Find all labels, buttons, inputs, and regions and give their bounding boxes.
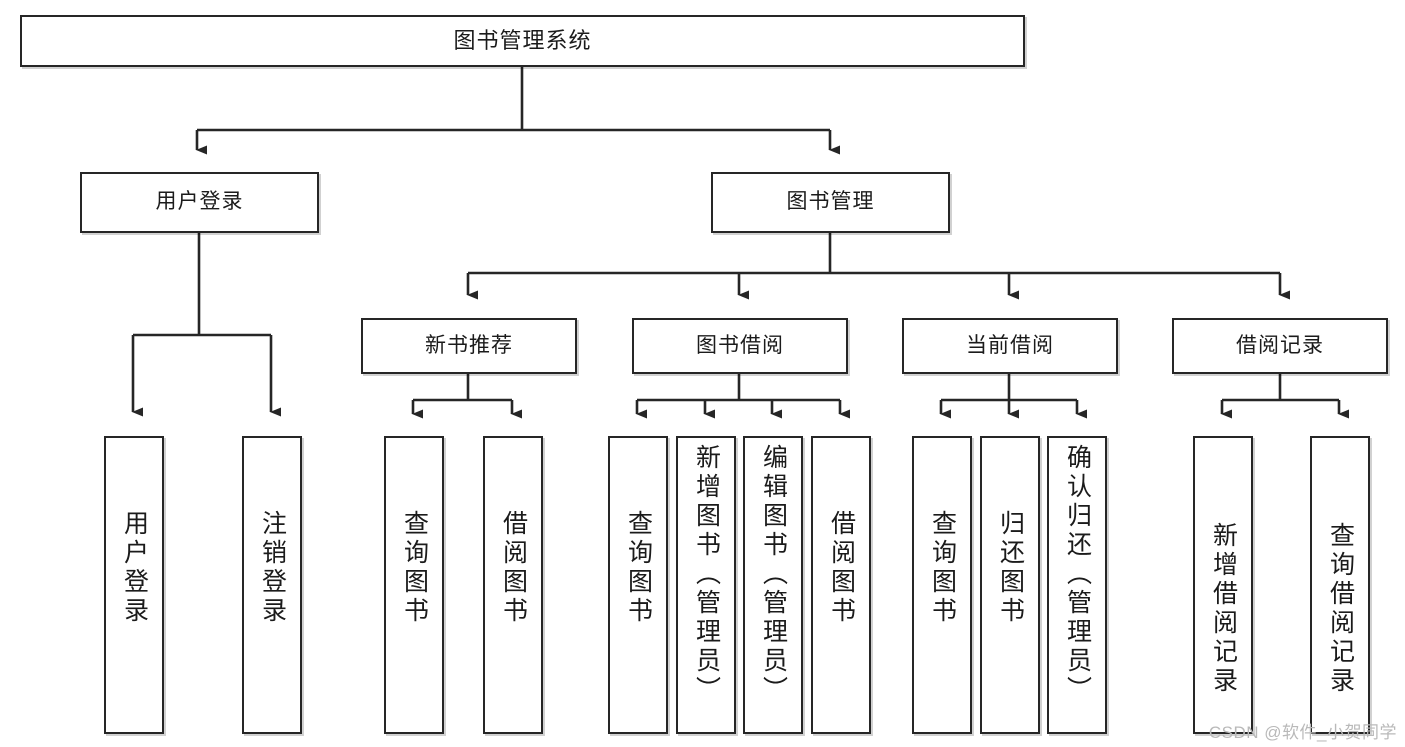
node-label: 编辑图书（管理员） (759, 444, 788, 705)
node-label: 新增图书（管理员） (692, 444, 721, 705)
leaf-return-book[interactable]: 归还图书 (980, 436, 1040, 734)
node-label: 查询图书 (624, 510, 653, 626)
leaf-confirm-return-admin[interactable]: 确认归还（管理员） (1047, 436, 1107, 734)
node-label: 图书管理系统 (453, 28, 592, 54)
node-current-borrow[interactable]: 当前借阅 (902, 318, 1118, 374)
node-label: 当前借阅 (966, 333, 1054, 357)
node-label: 图书管理 (786, 190, 875, 214)
node-user-login[interactable]: 用户登录 (80, 172, 319, 233)
node-root-library-system[interactable]: 图书管理系统 (20, 15, 1025, 67)
node-label: 新书推荐 (425, 333, 513, 357)
leaf-borrow-book[interactable]: 借阅图书 (811, 436, 871, 734)
leaf-add-book-admin[interactable]: 新增图书（管理员） (676, 436, 736, 734)
leaf-query-book-current[interactable]: 查询图书 (912, 436, 972, 734)
node-label: 借阅记录 (1236, 333, 1324, 357)
watermark-text: CSDN @软件_小贺同学 (1208, 723, 1397, 742)
leaf-query-book-borrow[interactable]: 查询图书 (608, 436, 668, 734)
node-label: 查询图书 (400, 510, 429, 626)
leaf-borrow-book-recommend[interactable]: 借阅图书 (483, 436, 543, 734)
node-label: 查询图书 (928, 510, 957, 626)
node-label: 用户登录 (120, 510, 149, 626)
node-borrow-record[interactable]: 借阅记录 (1172, 318, 1388, 374)
node-label: 确认归还（管理员） (1063, 444, 1092, 705)
leaf-add-borrow-record[interactable]: 新增借阅记录 (1193, 436, 1253, 734)
node-label: 图书借阅 (696, 333, 784, 357)
node-label: 注销登录 (258, 510, 287, 626)
leaf-logout[interactable]: 注销登录 (242, 436, 302, 734)
node-book-borrow[interactable]: 图书借阅 (632, 318, 848, 374)
node-book-management[interactable]: 图书管理 (711, 172, 950, 233)
node-new-book-recommend[interactable]: 新书推荐 (361, 318, 577, 374)
leaf-edit-book-admin[interactable]: 编辑图书（管理员） (743, 436, 803, 734)
node-label: 新增借阅记录 (1209, 522, 1238, 696)
node-label: 查询借阅记录 (1326, 522, 1355, 696)
node-label: 借阅图书 (827, 510, 856, 626)
node-label: 归还图书 (996, 510, 1025, 626)
node-label: 借阅图书 (499, 510, 528, 626)
leaf-query-borrow-record[interactable]: 查询借阅记录 (1310, 436, 1370, 734)
node-label: 用户登录 (155, 190, 244, 214)
leaf-user-login[interactable]: 用户登录 (104, 436, 164, 734)
leaf-query-book-recommend[interactable]: 查询图书 (384, 436, 444, 734)
